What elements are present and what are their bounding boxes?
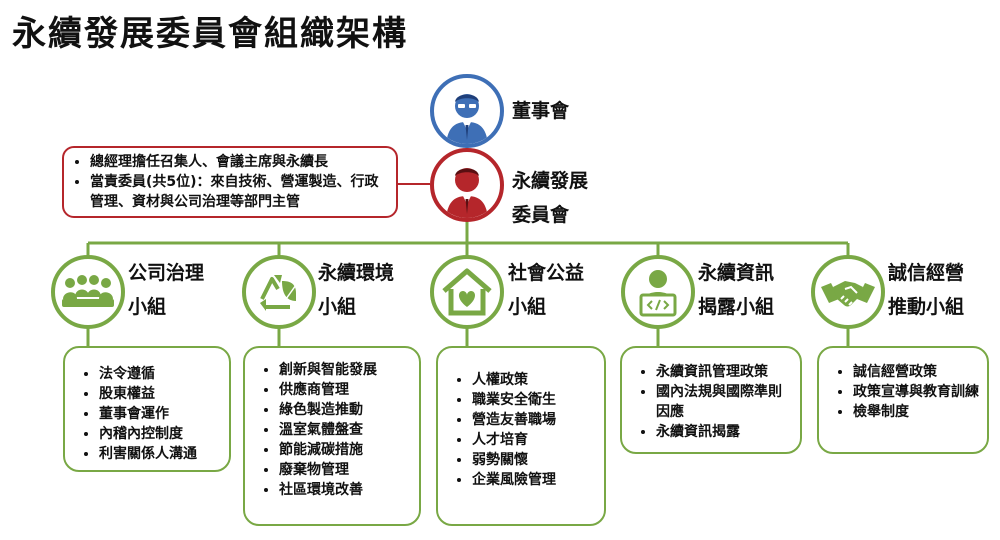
person-laptop-icon — [639, 270, 677, 317]
list-item: 廢棄物管理 — [279, 460, 413, 480]
group-label-line1: 永續資訊 — [698, 262, 775, 284]
list-item: 社區環境改善 — [279, 480, 413, 500]
list-item: 供應商管理 — [279, 380, 413, 400]
list-item: 政策宣導與教育訓練 — [853, 382, 979, 402]
group-items-box-integrity: 誠信經營政策 政策宣導與教育訓練 檢舉制度 — [817, 346, 989, 454]
group-label-line1: 公司治理 — [128, 262, 205, 284]
group-label-environment: 永續環境 小組 — [318, 256, 394, 324]
group-label-line2: 小組 — [128, 296, 167, 318]
group-node-integrity — [811, 255, 885, 329]
group-node-social — [430, 255, 504, 329]
group-items-box-disclosure: 永續資訊管理政策 國內法規與國際準則因應 永續資訊揭露 — [620, 346, 802, 454]
group-label-line2: 推動小組 — [888, 296, 965, 318]
businessman-icon — [446, 94, 488, 144]
group-label-line2: 小組 — [508, 296, 547, 318]
group-node-governance — [51, 255, 125, 329]
list-item: 永續資訊管理政策 — [656, 362, 794, 382]
list-item: 營造友善職場 — [472, 410, 598, 430]
group-label-line1: 社會公益 — [508, 262, 585, 284]
group-label-line1: 永續環境 — [318, 262, 395, 284]
group-node-environment — [242, 255, 316, 329]
committee-label-line1: 永續發展 — [512, 170, 589, 192]
group-label-line1: 誠信經營 — [888, 262, 965, 284]
list-item: 人權政策 — [472, 370, 598, 390]
list-item: 職業安全衛生 — [472, 390, 598, 410]
list-item: 弱勢關懷 — [472, 450, 598, 470]
page-title: 永續發展委員會組織架構 — [12, 14, 408, 54]
committee-label: 永續發展 委員會 — [512, 164, 588, 232]
board-label: 董事會 — [512, 100, 570, 122]
businessman-icon — [446, 168, 488, 218]
list-item: 溫室氣體盤查 — [279, 420, 413, 440]
group-items-box-environment: 創新與智能發展 供應商管理 綠色製造推動 溫室氣體盤查 節能減碳措施 廢棄物管理… — [243, 346, 421, 526]
group-label-line2: 小組 — [318, 296, 357, 318]
list-item: 內稽內控制度 — [99, 424, 223, 444]
list-item: 股東權益 — [99, 384, 223, 404]
group-items-box-social: 人權政策 職業安全衛生 營造友善職場 人才培育 弱勢關懷 企業風險管理 — [436, 346, 606, 526]
list-item: 檢舉制度 — [853, 402, 979, 422]
group-items-box-governance: 法令遵循 股東權益 董事會運作 內稽內控制度 利害關係人溝通 — [63, 346, 231, 472]
board-node — [430, 74, 504, 148]
list-item: 利害關係人溝通 — [99, 444, 223, 464]
group-label-line2: 揭露小組 — [698, 296, 775, 318]
group-label-social: 社會公益 小組 — [508, 256, 584, 324]
group-node-disclosure — [621, 255, 695, 329]
list-item: 創新與智能發展 — [279, 360, 413, 380]
group-label-integrity: 誠信經營 推動小組 — [888, 256, 964, 324]
list-item: 法令遵循 — [99, 364, 223, 384]
group-label-governance: 公司治理 小組 — [128, 256, 204, 324]
committee-node — [430, 148, 504, 222]
house-heart-icon — [442, 268, 492, 316]
list-item: 企業風險管理 — [472, 470, 598, 490]
handshake-icon — [821, 281, 875, 307]
list-item: 董事會運作 — [99, 404, 223, 424]
committee-label-line2: 委員會 — [512, 204, 570, 226]
list-item: 節能減碳措施 — [279, 440, 413, 460]
list-item: 誠信經營政策 — [853, 362, 979, 382]
list-item: 永續資訊揭露 — [656, 422, 794, 442]
people-meeting-icon — [62, 275, 114, 307]
committee-note: 總經理擔任召集人、會議主席與永續長 — [90, 152, 388, 172]
recycle-leaf-icon — [260, 275, 297, 311]
list-item: 人才培育 — [472, 430, 598, 450]
group-label-disclosure: 永續資訊 揭露小組 — [698, 256, 774, 324]
committee-note: 當責委員(共5位)：來自技術、營運製造、行政管理、資材與公司治理等部門主管 — [90, 172, 388, 212]
committee-notes-box: 總經理擔任召集人、會議主席與永續長 當責委員(共5位)：來自技術、營運製造、行政… — [62, 146, 398, 218]
list-item: 國內法規與國際準則因應 — [656, 382, 794, 422]
list-item: 綠色製造推動 — [279, 400, 413, 420]
